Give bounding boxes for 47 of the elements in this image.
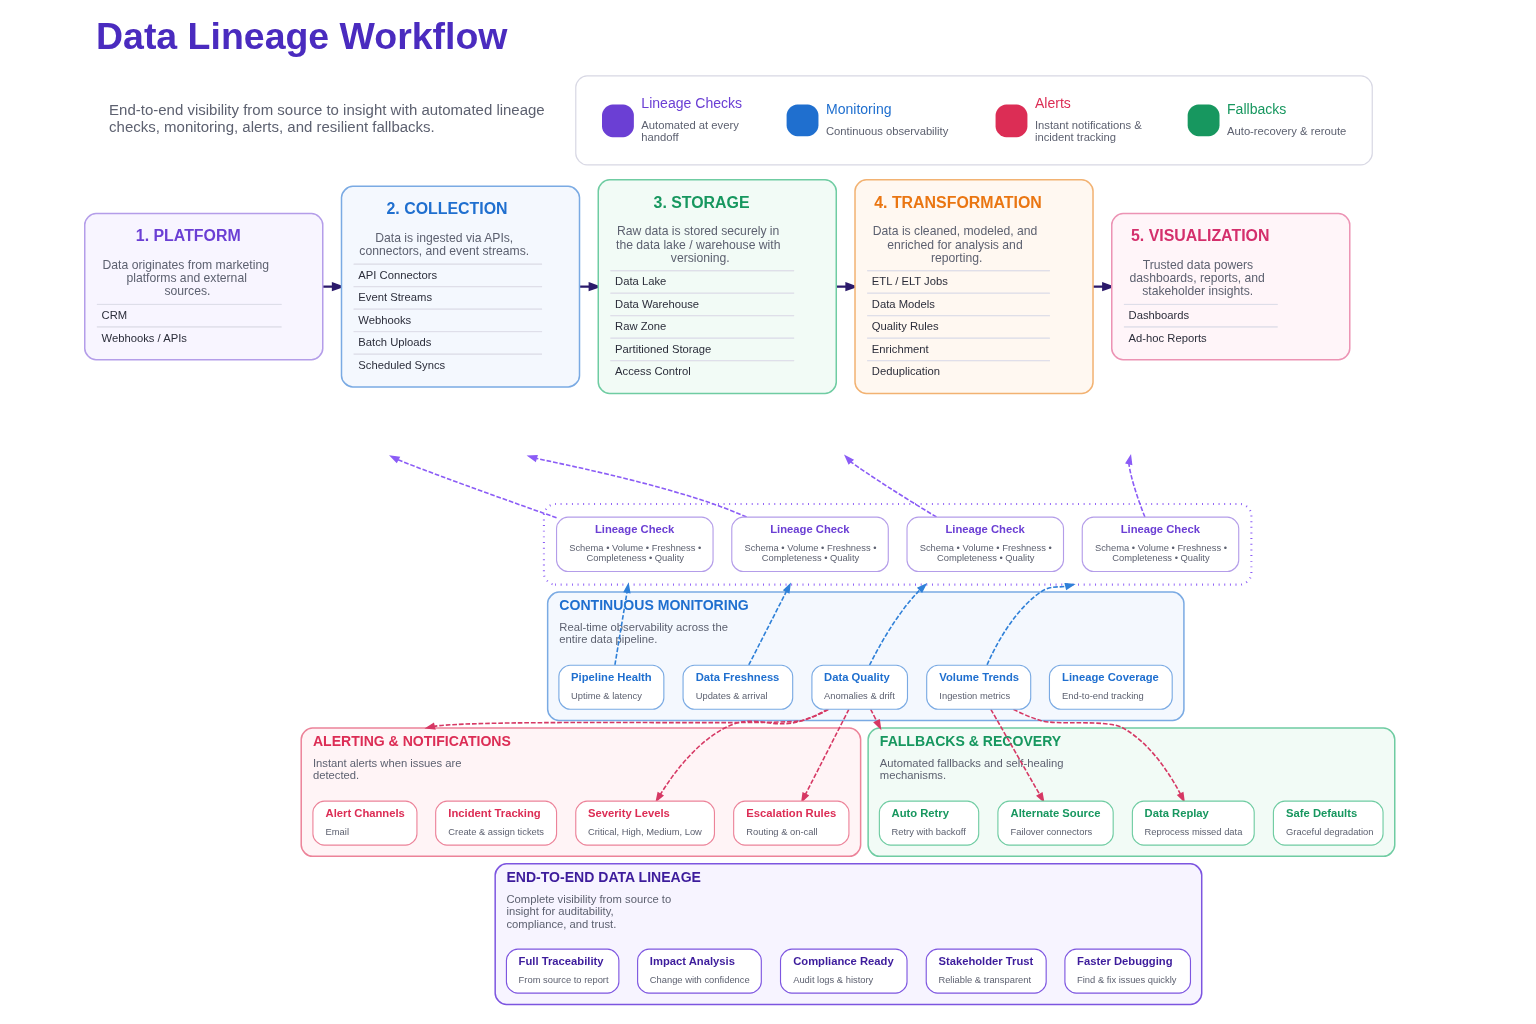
arrow — [1124, 453, 1146, 518]
node-box: Escalation Rules Routing & on-call — [732, 800, 849, 846]
arrow — [868, 582, 927, 666]
node-box: Impact Analysis Change with confidence — [636, 948, 762, 994]
node-box: Lineage Check Schema • Volume • Freshness • Completeness • Quality — [1081, 516, 1239, 573]
node-label: Continuous observability — [825, 124, 948, 137]
node-box: 1. PLATFORM Data originates from marketing platforms and external sources. CRM Webhooks / APIs — [83, 212, 323, 361]
node-box: Lineage Coverage End-to-end tracking — [1048, 664, 1173, 710]
node-box: Stakeholder Trust Reliable & transparent — [925, 948, 1047, 994]
diagram-title: Data Lineage Workflow — [95, 14, 508, 57]
node-box: 5. VISUALIZATION Trusted data powers dashboards, reports, and stakeholder insights. Dashboards Ad-hoc Reports — [1110, 212, 1351, 361]
node-box: 3. STORAGE Raw data is stored securely in the data lake / warehouse with versioning. Data Lake Data Warehouse Raw Zone Partitioned Storage Access Control — [597, 179, 837, 395]
arrow — [526, 454, 747, 518]
node-box: Safe Defaults Graceful degradation — [1272, 800, 1384, 846]
node-label: Fallbacks — [1226, 100, 1286, 117]
node-label: Alerts — [1034, 95, 1071, 112]
node-label: Lineage Checks — [640, 95, 742, 112]
cluster — [542, 503, 1252, 586]
node-box: Incident Tracking Create & assign tickets — [434, 800, 557, 846]
arrow — [747, 582, 791, 666]
node-label: Instant notifications & incident tracking — [1034, 119, 1142, 144]
node-box: Pipeline Health Uptime & latency — [557, 664, 664, 710]
node-box: 2. COLLECTION Data is ingested via APIs, connectors, and event streams. API Connectors Event Streams Webhooks Batch Uploads Scheduled Syncs — [340, 185, 580, 388]
node-box: Compliance Ready Audit logs & history — [779, 948, 908, 994]
label: End-to-end visibility from source to insight with automated lineage checks, monitoring, alerts, and resilient fallbacks. — [108, 101, 545, 136]
node-box: Faster Debugging Find & fix issues quickly — [1063, 948, 1191, 994]
node-box: Lineage Check Schema • Volume • Freshness • Completeness • Quality — [555, 516, 714, 573]
node-box: Volume Trends Ingestion metrics — [925, 664, 1031, 710]
node-box: Data Quality Anomalies & drift — [810, 664, 908, 710]
node-box: Lineage Check Schema • Volume • Freshness • Completeness • Quality — [730, 516, 889, 573]
node-box: Lineage Check Schema • Volume • Freshness • Completeness • Quality — [905, 516, 1064, 573]
node-label: Automated at every handoff — [640, 119, 739, 144]
node-box: Data Replay Reprocess missed data — [1131, 800, 1255, 846]
cluster — [574, 75, 1373, 166]
node-box: Severity Levels Critical, High, Medium, Low — [574, 800, 715, 846]
arrow — [843, 454, 937, 518]
arrow — [985, 582, 1076, 666]
node-label: Auto-recovery & reroute — [1226, 124, 1346, 137]
arrow — [613, 582, 631, 666]
node-label: Monitoring — [825, 100, 892, 117]
arrow — [388, 455, 557, 519]
node-box: 4. TRANSFORMATION Data is cleaned, modeled, and enriched for analysis and reporting. ETL / ELT Jobs Data Models Quality Rules Enrichment Deduplication — [853, 179, 1094, 395]
node-box: Auto Retry Retry with backoff — [878, 800, 979, 846]
node-box: Full Traceability From source to report — [505, 948, 619, 994]
node-box: Alert Channels Email — [311, 800, 417, 846]
node-box: Data Freshness Updates & arrival — [682, 664, 793, 710]
node-box: Alternate Source Failover connectors — [996, 800, 1114, 846]
